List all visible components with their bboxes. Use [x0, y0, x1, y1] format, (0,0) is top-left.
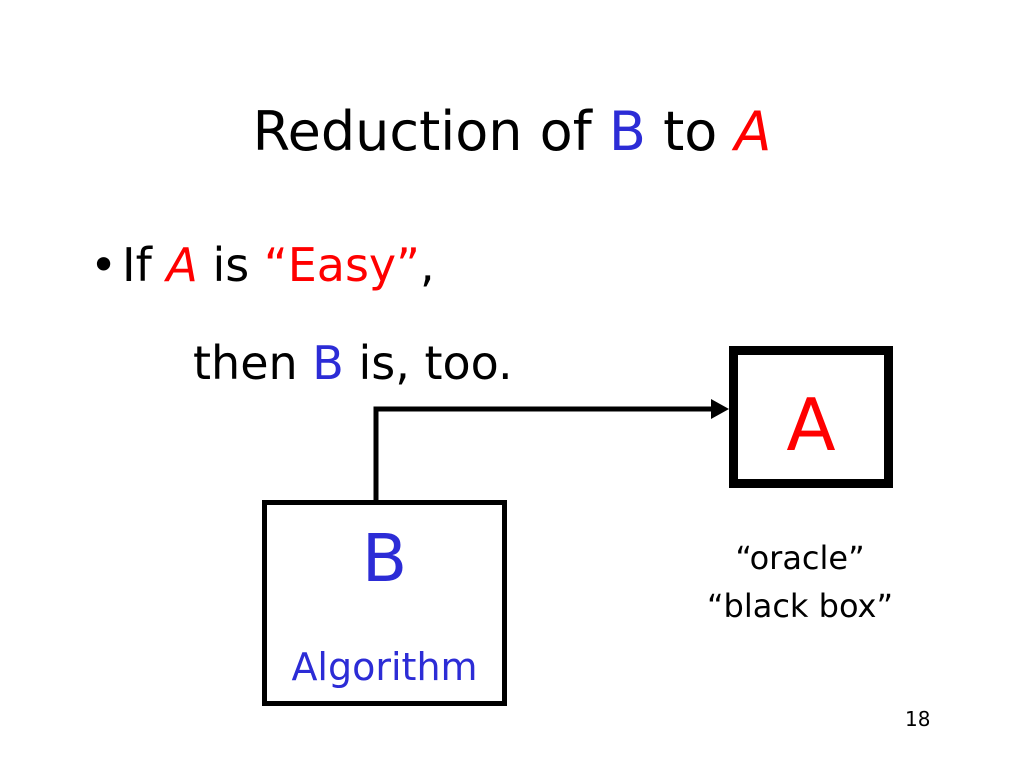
algorithm-box: B Algorithm	[262, 500, 507, 706]
oracle-box: A	[729, 346, 893, 488]
title-middle: to	[645, 100, 735, 163]
bullet-b: B	[312, 336, 344, 390]
bullet-rest: is, too.	[343, 336, 513, 390]
bullet-line-1: •If A is “Easy”,	[90, 230, 435, 300]
algorithm-box-sublabel: Algorithm	[291, 645, 478, 689]
connector-line	[373, 406, 716, 500]
arrowhead-icon	[711, 399, 729, 419]
slide-title: Reduction of B to A	[0, 96, 1024, 168]
bullet-comma: ,	[419, 238, 435, 292]
bullet-a: A	[166, 238, 198, 292]
oracle-note: “oracle”	[735, 539, 865, 577]
title-prefix: Reduction of	[252, 100, 609, 163]
bullet-if: If	[122, 238, 167, 292]
algorithm-box-label: B	[361, 520, 408, 597]
bullet-then: then	[193, 336, 313, 390]
bullet-is: is	[197, 238, 264, 292]
bullet-easy: “Easy”	[263, 238, 420, 292]
page-number: 18	[905, 707, 931, 731]
title-b: B	[608, 100, 646, 163]
bullet-line-2: then B is, too.	[193, 328, 513, 398]
title-a: A	[734, 100, 772, 163]
oracle-box-label: A	[786, 383, 836, 467]
bullet-marker: •	[90, 238, 118, 292]
black-box-note: “black box”	[706, 587, 894, 625]
